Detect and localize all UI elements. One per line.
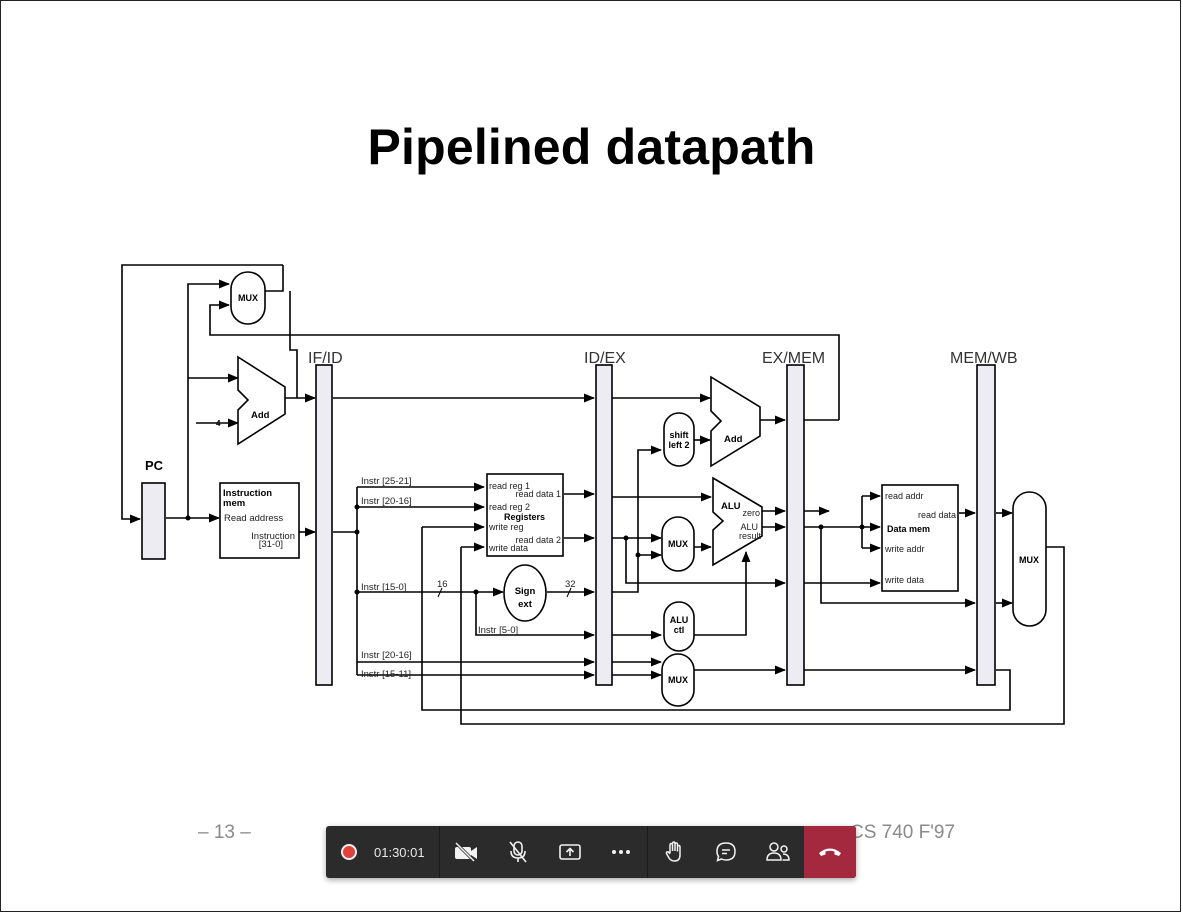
- read-reg2-label: read reg 2: [489, 502, 530, 512]
- sign-ext-out-width: 32: [565, 579, 576, 590]
- alu-src-mux-label: MUX: [668, 539, 688, 549]
- slide-page-number: – 13 –: [198, 822, 251, 843]
- alu: ALU zero ALU result: [712, 476, 763, 567]
- pipeline-register-id-ex: ID/EX: [584, 350, 626, 686]
- alu-zero-label: zero: [742, 508, 760, 518]
- write-reg-label: write reg: [488, 522, 524, 532]
- raise-hand-button[interactable]: [648, 826, 700, 878]
- chat-icon: [716, 842, 737, 862]
- share-screen-icon: [558, 844, 581, 860]
- reg-dst-mux-label: MUX: [668, 675, 688, 685]
- branch-adder: Add: [710, 375, 761, 468]
- registers-title: Registers: [504, 512, 545, 522]
- instr-field-15-11: Instr [15-11]: [361, 669, 411, 680]
- writeback-mux: MUX: [1012, 491, 1047, 627]
- meeting-toolbar: 01:30:01: [326, 826, 857, 878]
- sign-ext-line1: Sign: [515, 586, 536, 597]
- pipeline-register-if-id: IF/ID: [308, 350, 343, 686]
- pc-adder-label: Add: [251, 410, 270, 421]
- instr-field-25-21: Instr [25-21]: [361, 476, 412, 487]
- share-screen-button[interactable]: [544, 826, 596, 878]
- alu-result-label1: ALU: [740, 522, 758, 532]
- data-mem-title: Data mem: [887, 524, 930, 534]
- participants-icon: [766, 842, 790, 861]
- chat-button[interactable]: [700, 826, 752, 878]
- timer-text: 01:30:01: [374, 844, 425, 860]
- instruction-mem-title1: Instruction: [223, 488, 272, 499]
- hang-up-icon: [819, 848, 842, 856]
- branch-mux-label: MUX: [238, 293, 258, 303]
- write-addr-label: write addr: [884, 544, 925, 554]
- mic-off-icon: [509, 841, 527, 863]
- instruction-label: Instruction: [251, 531, 295, 542]
- shift-left-line2: left 2: [668, 440, 689, 450]
- writeback-mux-label: MUX: [1019, 555, 1039, 565]
- const-four: 4: [216, 419, 221, 428]
- shift-left-2: shift left 2: [663, 412, 695, 467]
- ex-mem-label: EX/MEM: [762, 350, 825, 367]
- toolbar-divider: [647, 826, 649, 878]
- instr-field-20-16-b: Instr [20-16]: [361, 650, 412, 661]
- slide-course-label: CS 740 F'97: [850, 822, 956, 843]
- sign-ext-line2: ext: [518, 599, 533, 610]
- pipeline-register-ex-mem: EX/MEM: [762, 350, 825, 686]
- more-icon: [612, 850, 631, 854]
- instr-field-15-0: Instr [15-0]: [361, 582, 406, 593]
- shift-left-line1: shift: [670, 430, 689, 440]
- mic-toggle-button[interactable]: [492, 826, 544, 878]
- recording-timer: 01:30:01: [326, 826, 440, 878]
- alu-label: ALU: [721, 501, 741, 512]
- alu-result-label2: result: [739, 531, 762, 541]
- pc-register: PC: [141, 458, 166, 560]
- branch-adder-label: Add: [724, 434, 743, 445]
- data-memory: read addr read data Data mem write addr …: [881, 484, 959, 592]
- write-data-label-mem: write data: [884, 575, 924, 585]
- sign-ext-in-width: 16: [437, 579, 448, 590]
- more-options-button[interactable]: [596, 826, 648, 878]
- alu-ctl-line2: ctl: [674, 625, 685, 635]
- mem-wb-label: MEM/WB: [950, 350, 1018, 367]
- reg-dst-mux: MUX: [661, 653, 695, 707]
- participants-button[interactable]: [752, 826, 804, 878]
- instruction-memory: Instruction mem Read address Instruction…: [219, 482, 300, 559]
- register-file: read reg 1 read data 1 read reg 2 Regist…: [486, 473, 564, 557]
- camera-off-icon: [454, 842, 477, 862]
- write-data-label: write data: [488, 543, 528, 553]
- read-addr-label: read addr: [885, 491, 924, 501]
- alu-src-mux: MUX: [661, 516, 695, 572]
- if-id-label: IF/ID: [308, 350, 343, 367]
- read-reg1-label: read reg 1: [489, 481, 530, 491]
- instruction-mem-title2: mem: [223, 498, 245, 509]
- read-address-label: Read address: [224, 513, 283, 524]
- hang-up-button[interactable]: [804, 826, 857, 878]
- instruction-bits-label: [31-0]: [259, 539, 283, 550]
- alu-control: ALU ctl: [663, 601, 695, 652]
- branch-mux: MUX: [230, 271, 266, 325]
- read-data-label: read data: [918, 510, 956, 520]
- instr-field-5-0: Instr [5-0]: [478, 625, 518, 636]
- pc-label: PC: [145, 458, 164, 473]
- sign-extend: Sign ext 16 32: [437, 564, 576, 622]
- pipeline-register-mem-wb: MEM/WB: [950, 350, 1018, 686]
- alu-ctl-line1: ALU: [670, 615, 689, 625]
- camera-toggle-button[interactable]: [440, 826, 492, 878]
- id-ex-label: ID/EX: [584, 350, 626, 367]
- instr-field-20-16: Instr [20-16]: [361, 496, 412, 507]
- read-data2-label: read data 2: [515, 535, 561, 545]
- raise-hand-icon: [665, 841, 682, 862]
- read-data1-label: read data 1: [515, 489, 561, 499]
- pc-adder: Add 4: [216, 355, 286, 446]
- record-indicator: [341, 844, 357, 860]
- slide-title: Pipelined datapath: [367, 119, 816, 175]
